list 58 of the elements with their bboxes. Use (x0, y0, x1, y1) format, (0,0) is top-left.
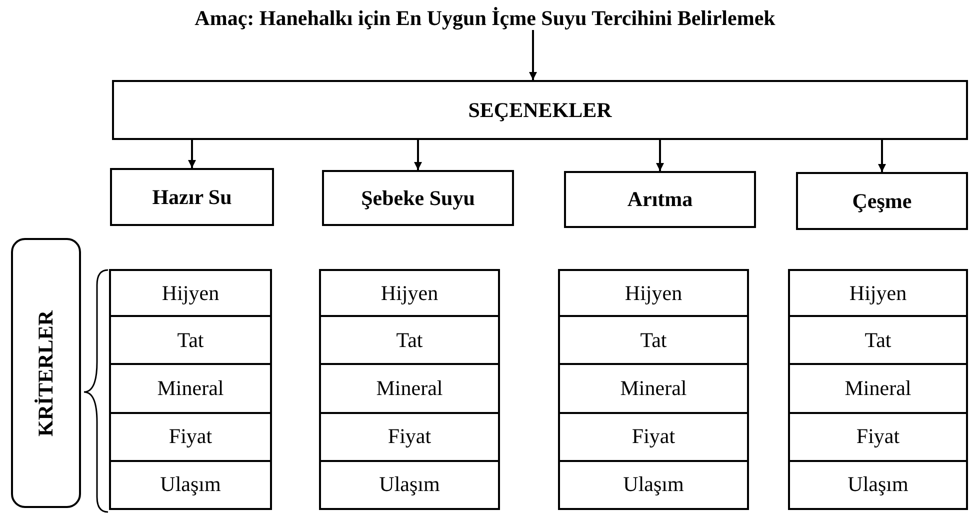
criteria-title-box (11, 238, 81, 508)
box-label: Hazır Su (152, 184, 232, 210)
criterion-cell (109, 460, 272, 510)
criterion-label: Tat (640, 328, 667, 353)
box-label: Arıtma (627, 187, 693, 212)
arrow (878, 140, 886, 172)
option-box (322, 170, 514, 226)
criterion-label: Mineral (620, 376, 687, 401)
criterion-label: Tat (396, 328, 423, 353)
criterion-label: Hijyen (849, 280, 907, 306)
criterion-cell (109, 315, 272, 366)
criterion-cell (109, 269, 272, 318)
criterion-cell (558, 315, 749, 366)
goal-label: Amaç: Hanehalkı için En Uygun İçme Suyu Tercihini Belirlemek (194, 6, 776, 30)
criterion-label: Mineral (157, 376, 224, 401)
criterion-cell (558, 412, 749, 462)
criterion-label: Hijyen (162, 280, 220, 306)
box-label: KRİTERLER (34, 310, 58, 436)
criterion-cell (558, 460, 749, 510)
box-label: Şebeke Suyu (361, 186, 475, 210)
criterion-cell (319, 269, 500, 318)
criterion-cell (788, 412, 968, 462)
criterion-cell (319, 460, 500, 510)
criterion-label: Ulaşım (623, 472, 684, 498)
criterion-label: Ulaşım (160, 472, 221, 498)
criterion-cell (558, 363, 749, 414)
criterion-label: Mineral (376, 376, 443, 401)
criterion-label: Tat (177, 328, 204, 353)
criterion-label: Hijyen (624, 280, 682, 306)
criterion-cell (788, 460, 968, 510)
criterion-cell (319, 363, 500, 414)
criterion-label: Hijyen (380, 280, 438, 306)
criterion-label: Mineral (844, 376, 912, 401)
criterion-cell (109, 412, 272, 462)
arrow (188, 140, 196, 168)
criterion-cell (788, 363, 968, 414)
arrow (529, 30, 537, 80)
option-box (796, 172, 968, 230)
criterion-cell (319, 412, 500, 462)
arrow (656, 140, 664, 171)
option-box (564, 171, 756, 228)
criterion-label: Tat (864, 328, 892, 353)
criterion-cell (319, 315, 500, 366)
criterion-label: Fiyat (632, 424, 676, 450)
criterion-label: Fiyat (856, 424, 900, 450)
criterion-label: Ulaşım (379, 472, 440, 498)
criterion-label: Ulaşım (848, 472, 908, 498)
criterion-cell (788, 269, 968, 318)
criterion-label: Fiyat (168, 424, 212, 450)
box-label: Çeşme (852, 188, 912, 214)
criterion-cell (558, 269, 749, 318)
criterion-cell (788, 315, 968, 366)
box-label: SEÇENEKLER (468, 98, 612, 122)
criterion-cell (109, 363, 272, 414)
alternatives-header-box (112, 80, 968, 140)
arrow (414, 140, 422, 170)
criterion-label: Fiyat (388, 424, 432, 450)
option-box (110, 168, 274, 226)
